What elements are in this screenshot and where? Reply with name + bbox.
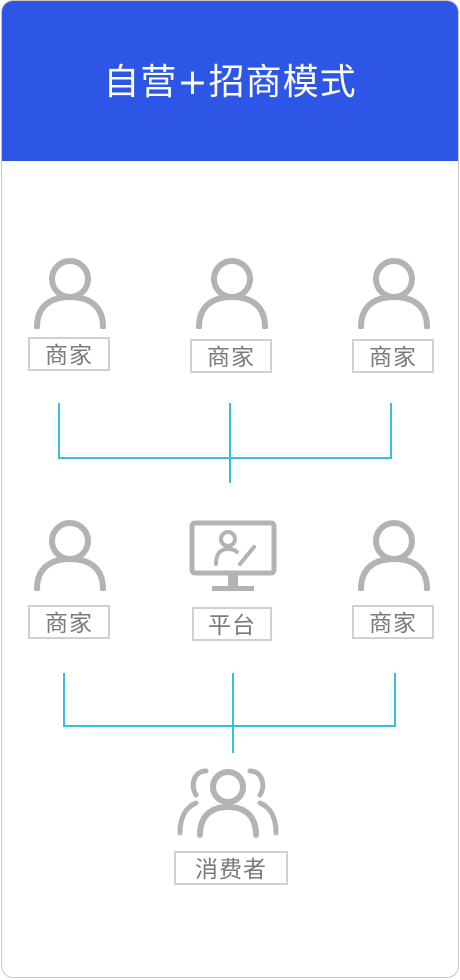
- connector-line: [390, 403, 392, 459]
- merchant-label: 商家: [28, 337, 110, 371]
- group-icon: [177, 768, 279, 838]
- platform-label: 平台: [192, 607, 272, 641]
- connector-line: [58, 457, 392, 459]
- connector-line: [394, 673, 396, 727]
- header-banner: 自营+招商模式: [2, 1, 458, 161]
- page-title: 自营+招商模式: [103, 62, 357, 103]
- connector-line: [58, 403, 60, 459]
- connector-line: [63, 673, 65, 727]
- connector-line: [229, 403, 231, 483]
- person-icon: [358, 258, 430, 329]
- merchant-label: 商家: [28, 605, 110, 639]
- consumer-label: 消费者: [174, 851, 288, 885]
- person-icon: [34, 258, 106, 329]
- connector-line: [232, 673, 234, 753]
- connector-line: [63, 725, 396, 727]
- merchant-label: 商家: [190, 339, 272, 373]
- person-icon: [358, 520, 430, 591]
- monitor-person-icon: [189, 520, 277, 591]
- person-icon: [34, 520, 106, 591]
- merchant-label: 商家: [352, 605, 434, 639]
- merchant-label: 商家: [352, 339, 434, 373]
- person-icon: [196, 258, 268, 329]
